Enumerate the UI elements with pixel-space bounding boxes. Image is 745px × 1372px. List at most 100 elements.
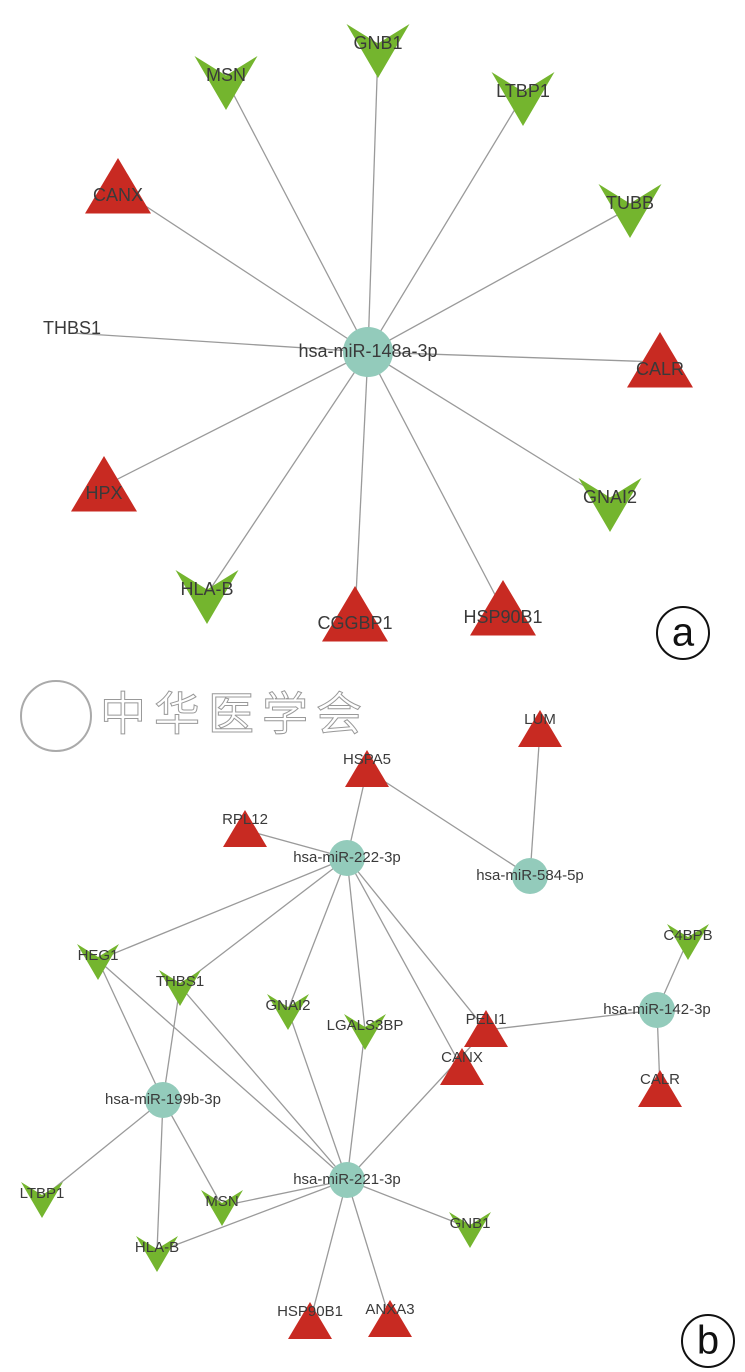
edge bbox=[346, 1179, 391, 1321]
panel-label-b-circle bbox=[681, 1314, 735, 1368]
edge bbox=[156, 1099, 164, 1253]
edge bbox=[485, 1009, 658, 1031]
downregulated-v-node bbox=[201, 1190, 243, 1226]
node-label: HSP90B1 bbox=[463, 607, 542, 627]
watermark: 中华医学会 bbox=[100, 687, 370, 741]
mirna-node bbox=[639, 992, 675, 1028]
node-label: ANXA3 bbox=[365, 1301, 414, 1318]
upregulated-triangle-node bbox=[71, 456, 137, 512]
edge bbox=[346, 1029, 366, 1181]
upregulated-triangle-node bbox=[440, 1048, 484, 1085]
edge bbox=[162, 1099, 223, 1207]
upregulated-triangle-node bbox=[322, 586, 388, 642]
node-label: GNB1 bbox=[353, 33, 402, 53]
edge bbox=[97, 959, 164, 1101]
panel-label-b: b bbox=[697, 1319, 719, 1363]
node-label: THBS1 bbox=[43, 318, 101, 338]
upregulated-triangle-node bbox=[288, 1302, 332, 1339]
upregulated-triangle-node bbox=[518, 710, 562, 747]
edge bbox=[179, 985, 348, 1181]
node-label: HLA-B bbox=[180, 579, 233, 599]
edge bbox=[156, 1179, 348, 1253]
node-label: HSPA5 bbox=[343, 751, 391, 768]
node-label: MSN bbox=[206, 65, 246, 85]
mirna-node bbox=[329, 1162, 365, 1198]
mirna-node bbox=[512, 858, 548, 894]
node-label: THBS1 bbox=[156, 973, 204, 990]
node-label: HPX bbox=[85, 483, 122, 503]
edge bbox=[529, 729, 541, 877]
edge bbox=[367, 207, 631, 353]
upregulated-triangle-node bbox=[223, 810, 267, 847]
node-label: hsa-miR-584-5p bbox=[476, 867, 584, 884]
node-label: GNAI2 bbox=[583, 487, 637, 507]
edge bbox=[179, 857, 348, 987]
node-label: HEG1 bbox=[78, 947, 119, 964]
node-label: LTBP1 bbox=[496, 81, 550, 101]
edge bbox=[346, 857, 487, 1031]
node-label: hsa-miR-142-3p bbox=[603, 1001, 711, 1018]
node-label: LTBP1 bbox=[20, 1185, 65, 1202]
edge bbox=[367, 47, 379, 353]
downregulated-v-node bbox=[344, 1014, 386, 1050]
node-label: GNAI2 bbox=[265, 997, 310, 1014]
edge bbox=[367, 351, 504, 611]
downregulated-v-node bbox=[491, 72, 555, 126]
edge bbox=[354, 351, 369, 617]
edge bbox=[346, 1179, 471, 1229]
edge bbox=[41, 1099, 164, 1199]
node-label: hsa-miR-222-3p bbox=[293, 849, 401, 866]
downregulated-v-node bbox=[598, 184, 662, 238]
node-label: RPL12 bbox=[222, 811, 268, 828]
downregulated-v-node bbox=[175, 570, 239, 624]
downregulated-v-node bbox=[194, 56, 258, 110]
edge bbox=[366, 769, 531, 877]
edge bbox=[225, 79, 369, 353]
node-label: CANX bbox=[93, 185, 143, 205]
panel-label-a-circle bbox=[656, 606, 710, 660]
edge bbox=[287, 857, 348, 1011]
edge bbox=[309, 1179, 348, 1323]
edge bbox=[287, 1009, 348, 1181]
downregulated-v-node bbox=[667, 924, 709, 960]
edge bbox=[162, 985, 181, 1101]
upregulated-triangle-node bbox=[464, 1010, 508, 1047]
node-label: CANX bbox=[441, 1049, 483, 1066]
edge bbox=[103, 351, 369, 487]
downregulated-v-node bbox=[21, 1182, 63, 1218]
edge bbox=[117, 187, 369, 353]
edge bbox=[71, 332, 369, 353]
society-seal-logo bbox=[20, 680, 92, 752]
edge bbox=[97, 959, 348, 1181]
panel-label-a: a bbox=[672, 611, 695, 655]
node-label: C4BPB bbox=[663, 927, 712, 944]
upregulated-triangle-node bbox=[345, 750, 389, 787]
node-label: PELI1 bbox=[466, 1011, 507, 1028]
node-label: TUBB bbox=[606, 193, 654, 213]
node-label: hsa-miR-148a-3p bbox=[298, 341, 437, 361]
node-label: GNB1 bbox=[450, 1215, 491, 1232]
edge bbox=[367, 95, 524, 353]
edge bbox=[346, 857, 463, 1069]
node-label: CGGBP1 bbox=[317, 613, 392, 633]
node-label: CALR bbox=[636, 359, 684, 379]
downregulated-v-node bbox=[578, 478, 642, 532]
edge bbox=[206, 351, 369, 595]
downregulated-v-node bbox=[449, 1212, 491, 1248]
mirna-node bbox=[329, 840, 365, 876]
node-label: MSN bbox=[205, 1193, 238, 1210]
downregulated-v-node bbox=[267, 994, 309, 1030]
node-label: CALR bbox=[640, 1071, 680, 1088]
upregulated-triangle-node bbox=[627, 332, 693, 388]
downregulated-v-node bbox=[159, 970, 201, 1006]
edge bbox=[367, 351, 661, 363]
node-label: LGALS3BP bbox=[327, 1017, 404, 1034]
mirna-node bbox=[343, 327, 393, 377]
node-label: HLA-B bbox=[135, 1239, 179, 1256]
edge bbox=[97, 857, 348, 961]
node-label: hsa-miR-221-3p bbox=[293, 1171, 401, 1188]
upregulated-triangle-node bbox=[85, 158, 151, 214]
upregulated-triangle-node bbox=[368, 1300, 412, 1337]
node-label: LUM bbox=[524, 711, 556, 728]
